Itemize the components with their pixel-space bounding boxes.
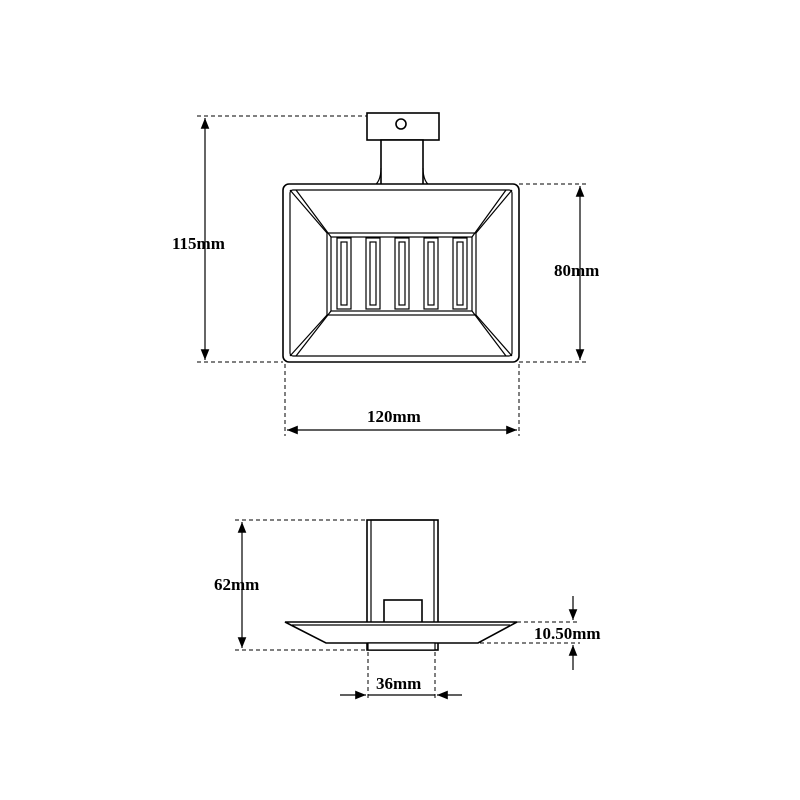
bevel-line-tl2 (295, 189, 332, 238)
drain-slot-inner (340, 241, 348, 306)
dimension-tray-height: 80mm (519, 183, 599, 363)
bevel-line-tr (475, 189, 513, 234)
bevel-line-br2 (471, 310, 507, 357)
dimension-label-80: 80mm (554, 261, 599, 280)
dimension-label-62: 62mm (214, 575, 259, 594)
drain-slot-inner (369, 241, 377, 306)
drain-slot-inner (398, 241, 406, 306)
dimension-width: 120mm (284, 364, 520, 436)
tray-bottom (367, 642, 436, 651)
dimension-label-120: 120mm (367, 407, 421, 426)
screw-hole (395, 118, 407, 130)
dimension-label-115: 115mm (172, 234, 225, 253)
tray-profile (284, 621, 518, 644)
tray-floor (326, 232, 477, 316)
drain-slot (336, 237, 352, 310)
bevel-line-bl (289, 314, 328, 357)
drain-slot (452, 237, 468, 310)
mount-neck (380, 139, 424, 188)
dimension-bracket-width: 36mm (340, 652, 462, 700)
drain-slots (336, 237, 468, 310)
drain-slot (365, 237, 381, 310)
drain-slot-inner (456, 241, 464, 306)
bevel-line-bl2 (295, 310, 332, 357)
dimension-label-36: 36mm (376, 674, 421, 693)
top-view: 115mm 80mm 120mm (172, 112, 599, 436)
drain-slot (423, 237, 439, 310)
bracket-block (383, 599, 423, 624)
tray-rim-inner (289, 189, 513, 357)
bevel-line-tr2 (471, 189, 507, 238)
drain-slot (394, 237, 410, 310)
dimension-total-height: 115mm (172, 115, 367, 363)
side-view: 62mm 10.50mm 36mm (214, 519, 601, 700)
dimension-tray-thickness: 10.50mm (440, 596, 601, 670)
tray-floor-inner (330, 236, 473, 312)
drain-slot-inner (427, 241, 435, 306)
bevel-line-br (475, 314, 513, 357)
dimension-side-height: 62mm (214, 519, 368, 651)
bevel-line-tl (289, 189, 328, 234)
dimension-label-10-50: 10.50mm (534, 624, 601, 643)
